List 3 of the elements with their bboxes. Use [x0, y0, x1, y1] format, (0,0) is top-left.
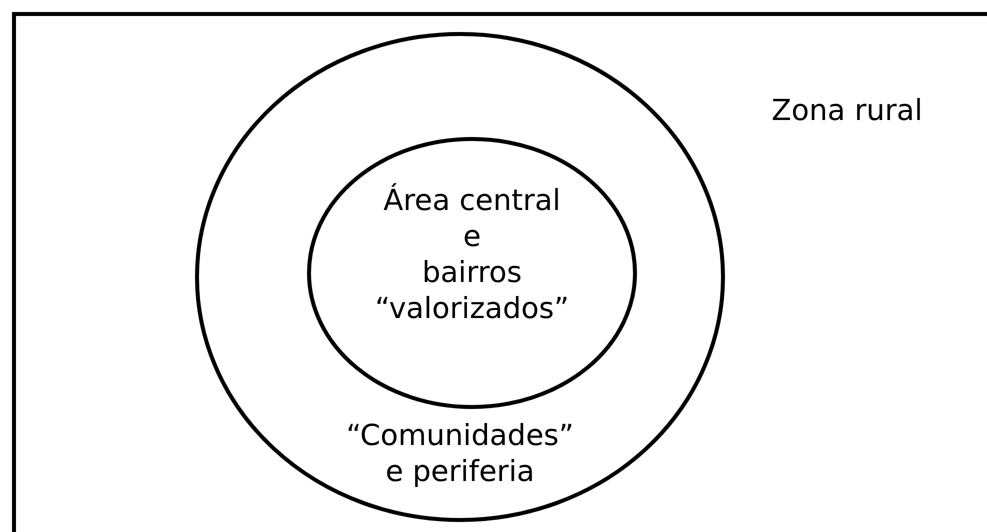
zone-label: “Comunidades” e periferia: [345, 417, 575, 489]
zone-label: Zona rural: [770, 92, 924, 128]
zone-label: Área central e bairros “valorizados”: [374, 182, 570, 326]
